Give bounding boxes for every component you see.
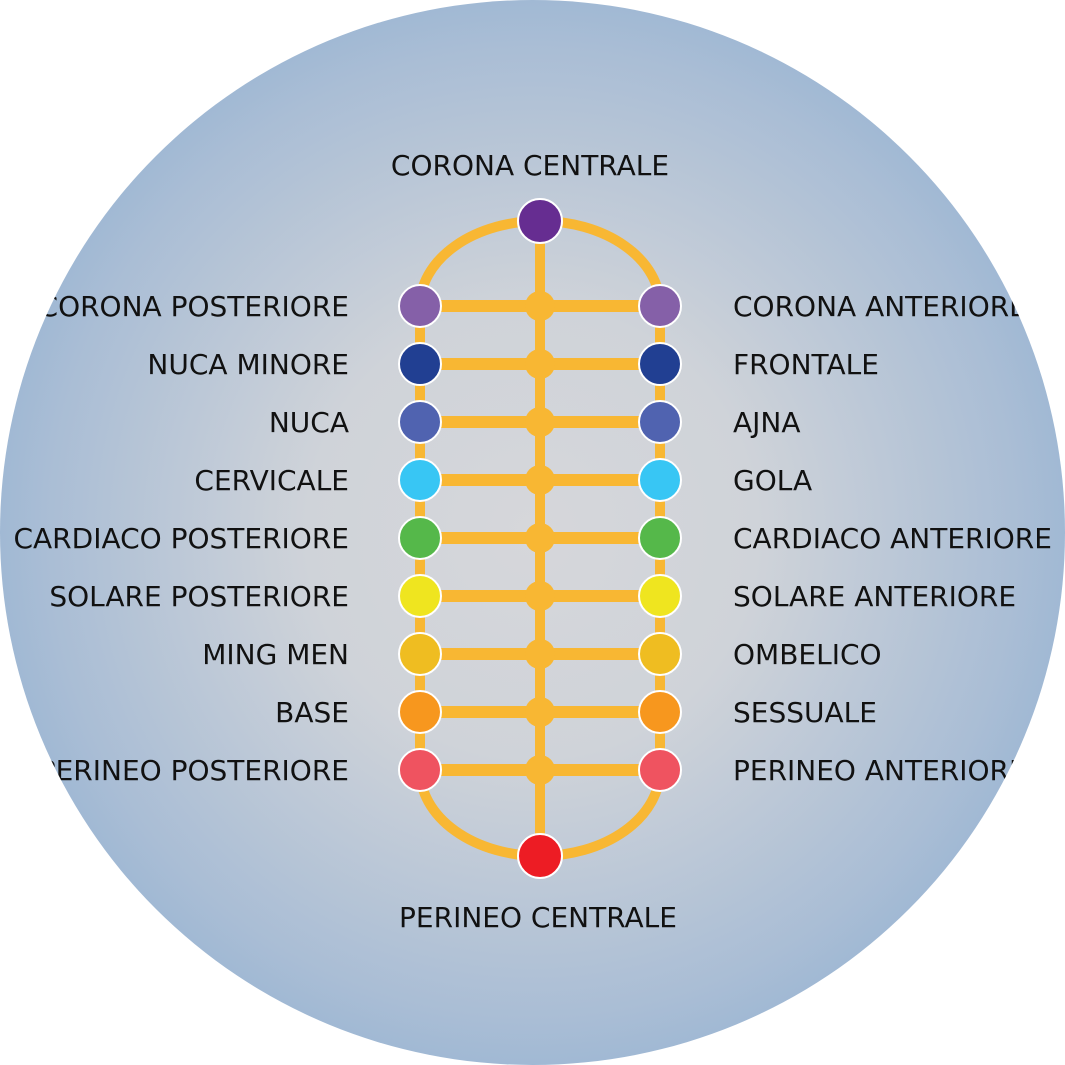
central-hub bbox=[525, 523, 555, 553]
node-right bbox=[638, 748, 682, 792]
label-right: CARDIACO ANTERIORE bbox=[733, 522, 1052, 555]
label-left: BASE bbox=[275, 696, 349, 729]
label-left: MING MEN bbox=[202, 638, 349, 671]
label-left: NUCA bbox=[269, 406, 349, 439]
node-right bbox=[638, 690, 682, 734]
central-hub bbox=[525, 639, 555, 669]
label-right: SOLARE ANTERIORE bbox=[733, 580, 1016, 613]
central-hub bbox=[525, 755, 555, 785]
label-right: OMBELICO bbox=[733, 638, 882, 671]
node-left bbox=[398, 400, 442, 444]
label-right: SESSUALE bbox=[733, 696, 877, 729]
label-right: AJNA bbox=[733, 406, 801, 439]
node-right bbox=[638, 342, 682, 386]
label-left: SOLARE POSTERIORE bbox=[49, 580, 349, 613]
label-left: CORONA POSTERIORE bbox=[39, 290, 349, 323]
label-right: PERINEO ANTERIORE bbox=[733, 754, 1027, 787]
node-right bbox=[638, 400, 682, 444]
label-bottom: PERINEO CENTRALE bbox=[399, 901, 677, 934]
node-left bbox=[398, 458, 442, 502]
label-left: PERINEO POSTERIORE bbox=[39, 754, 349, 787]
central-hub bbox=[525, 291, 555, 321]
node-right bbox=[638, 632, 682, 676]
label-left: CARDIACO POSTERIORE bbox=[13, 522, 349, 555]
node-left bbox=[398, 690, 442, 734]
node-right bbox=[638, 574, 682, 618]
node-right bbox=[638, 284, 682, 328]
node-left bbox=[398, 574, 442, 618]
label-left: CERVICALE bbox=[194, 464, 349, 497]
central-hub bbox=[525, 349, 555, 379]
label-left: NUCA MINORE bbox=[147, 348, 349, 381]
label-top: CORONA CENTRALE bbox=[391, 149, 669, 182]
node-right bbox=[638, 458, 682, 502]
central-hub bbox=[525, 581, 555, 611]
node-right bbox=[638, 516, 682, 560]
node-left bbox=[398, 632, 442, 676]
node-top bbox=[517, 198, 563, 244]
label-right: CORONA ANTERIORE bbox=[733, 290, 1027, 323]
central-hub bbox=[525, 407, 555, 437]
node-left bbox=[398, 284, 442, 328]
node-left bbox=[398, 748, 442, 792]
label-right: FRONTALE bbox=[733, 348, 879, 381]
central-hub bbox=[525, 697, 555, 727]
node-left bbox=[398, 516, 442, 560]
label-right: GOLA bbox=[733, 464, 812, 497]
node-left bbox=[398, 342, 442, 386]
central-hub bbox=[525, 465, 555, 495]
node-bottom bbox=[517, 833, 563, 879]
